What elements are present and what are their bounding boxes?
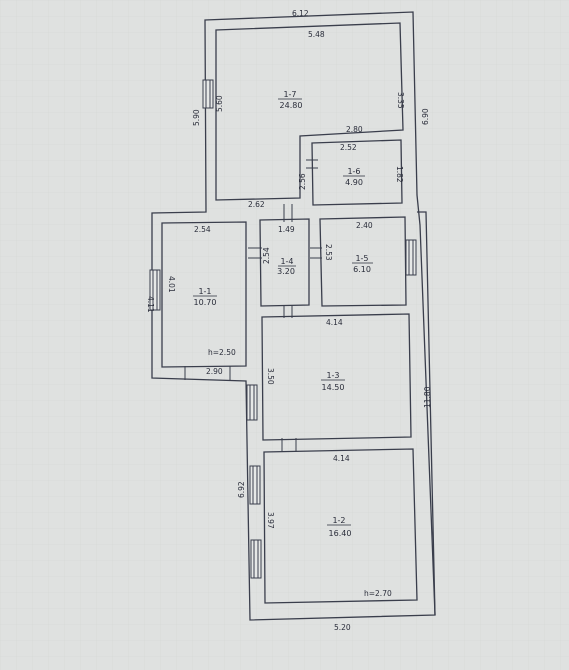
room-labels: 1-7 24.80 1-6 4.90 1-4 3.20 1-5 6.10 1-1… [193,90,373,538]
room-id: 1-6 [347,167,360,176]
dim-small-room-top: 2.52 [340,143,357,152]
room-label-1-6: 1-6 4.90 [343,167,365,187]
room-id: 1-3 [326,371,339,380]
room-label-1-1: 1-1 10.70 [193,287,217,307]
dim-room-12-top: 4.14 [333,454,350,463]
room-label-1-5: 1-5 6.10 [352,254,373,274]
room-area: 14.50 [322,383,345,392]
room-id: 1-1 [198,287,211,296]
room-label-1-2: 1-2 16.40 [327,516,351,538]
room-id: 1-7 [283,90,296,99]
room-id: 1-4 [280,257,293,266]
room-label-1-4: 1-4 3.20 [277,257,296,276]
dim-small-room-right: 1.82 [395,166,404,183]
outer-wall [151,11,436,621]
room-1-5-walls [319,216,407,307]
inner-wall [215,22,404,201]
dim-room-11-top: 2.54 [194,225,211,234]
dim-step-width: 2.80 [346,125,363,134]
dim-room-13-side: 3.50 [266,368,275,385]
dim-outer-left-bottom: 6.92 [237,481,246,498]
dim-bottom-width: 5.20 [334,623,351,632]
dim-big-room-right: 3.35 [396,92,405,109]
dim-top-width: 6.12 [292,9,309,18]
dim-room-15-left: 2.53 [324,244,333,261]
room-area: 6.10 [353,265,371,274]
dim-room-11-bottom: 2.90 [206,367,223,376]
room-label-1-3: 1-3 14.50 [321,371,345,392]
room-area: 3.20 [277,267,295,276]
room-id: 1-2 [332,516,345,525]
dim-big-room-width: 5.48 [308,30,325,39]
dim-corridor-side: 2.54 [262,247,271,264]
dim-room-13-top: 4.14 [326,318,343,327]
dimension-labels: 6.12 5.48 6.90 3.35 5.60 5.90 2.80 2.52 … [146,9,432,632]
room-area: 16.40 [329,529,352,538]
dim-room-12-h: h=2.70 [364,589,392,598]
room-area: 24.80 [280,101,303,110]
dim-outer-left-top: 5.90 [192,109,201,126]
walls [151,11,436,621]
dim-room-12-side: 3.97 [266,512,275,529]
room-id: 1-5 [355,254,368,263]
room-1-3-walls [261,313,412,441]
dim-right-height: 6.90 [421,108,430,125]
dim-corridor-top: 1.49 [278,225,295,234]
room-area: 4.90 [345,178,363,187]
room-label-1-7: 1-7 24.80 [278,90,302,110]
openings [149,79,417,579]
dim-small-room-left: 2.56 [298,173,307,190]
dim-big-room-left: 5.60 [215,95,224,112]
dim-outer-left-mid: 4.11 [146,296,155,313]
room-1-1-walls [161,221,247,368]
dim-room-15-top: 2.40 [356,221,373,230]
dim-mid-wall: 2.62 [248,200,265,209]
room-area: 10.70 [194,298,217,307]
dim-room-11-h: h=2.50 [208,348,236,357]
dim-right-long: 11.80 [423,386,432,408]
room-1-2-walls [263,448,418,604]
room-1-6-walls [311,139,403,206]
dim-room-11-side: 4.01 [167,276,176,293]
room-1-4-walls [259,218,310,307]
